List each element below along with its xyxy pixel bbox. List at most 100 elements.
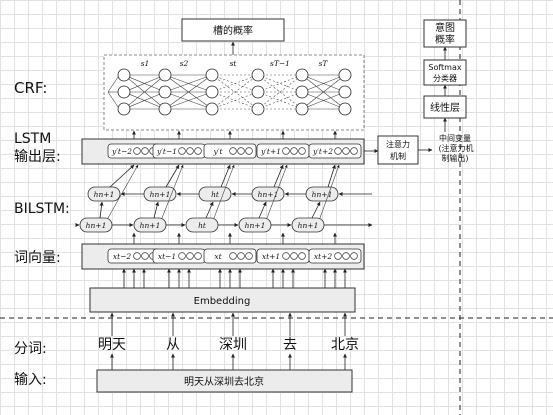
svg-text:hn+1: hn+1 [86, 221, 107, 230]
crf-node [338, 85, 352, 99]
bilstm-forward-cell: hn+1 [238, 217, 272, 233]
crf-node [205, 102, 219, 116]
word-vector-cell: xt−2 [107, 248, 161, 264]
crf-node [295, 85, 309, 99]
intent-probability-line1: 意图 [435, 21, 455, 34]
input-sentence-box [96, 369, 353, 393]
crf-state-label: s2 [180, 59, 189, 68]
svg-text:hn+1: hn+1 [150, 190, 171, 199]
word-vector-cell: xt [203, 248, 257, 264]
intermediate-variable-line1: 中间变量 [439, 133, 471, 143]
crf-nodes [117, 68, 352, 116]
attention-box [377, 135, 419, 165]
bilstm-backward-cell: ht [198, 186, 232, 202]
svg-text:xt+2: xt+2 [314, 252, 333, 261]
word-vector-cell: xt+1 [256, 248, 310, 264]
svg-text:ht: ht [198, 221, 207, 230]
attention-label-line2: 机制 [390, 151, 406, 161]
svg-text:xt−2: xt−2 [113, 252, 132, 261]
token: 明天 [98, 337, 126, 353]
bilstm-layer: hn+1 hn+1 ht hn+1 hn+1 hn+1 hn+1 ht hn+1 hn+1 [75, 164, 373, 244]
slot-probability-label: 槽的概率 [213, 24, 253, 37]
bilstm-forward-cell: hn+1 [133, 217, 167, 233]
crf-node [117, 85, 131, 99]
intermediate-variable-line2: (注意力机 [438, 143, 473, 153]
linear-layer-label: 线性层 [430, 101, 460, 114]
crf-node [158, 85, 172, 99]
crf-layer-label: CRF: [14, 79, 47, 97]
lstm-output-cell: y′t+2 [308, 143, 362, 159]
attention-label-line1: 注意力 [386, 139, 410, 149]
lstm-layer-label-line1: LSTM [14, 131, 51, 147]
svg-text:y′t−1: y′t−1 [156, 147, 177, 156]
crf-node [117, 102, 131, 116]
crf-node [205, 85, 219, 99]
bilstm-backward-cell: hn+1 [251, 186, 285, 202]
bilstm-forward-cell: hn+1 [291, 217, 325, 233]
svg-text:hn+1: hn+1 [94, 190, 115, 199]
crf-node [295, 68, 309, 82]
lstm-output-cell: y′t−2 [107, 143, 161, 159]
crf-node [338, 68, 352, 82]
softmax-label-line2: 分类器 [433, 73, 457, 83]
crf-node [117, 68, 131, 82]
svg-text:hn+1: hn+1 [298, 221, 319, 230]
svg-text:xt: xt [214, 252, 222, 261]
intent-probability-box [423, 19, 467, 48]
token: 从 [166, 337, 180, 353]
lstm-output-cell: y′t+1 [256, 143, 310, 159]
crf-node [205, 68, 219, 82]
segmented-tokens: 明天 从 深圳 去 北京 [98, 312, 359, 370]
crf-state-label: sT−1 [270, 59, 290, 68]
svg-text:y′t−2: y′t−2 [111, 147, 132, 156]
token: 北京 [331, 337, 359, 353]
word-vector-cell: xt−1 [152, 248, 206, 264]
softmax-label-line1: Softmax [428, 63, 461, 72]
svg-text:hn+1: hn+1 [245, 221, 266, 230]
lstm-output-cell: y′t−1 [152, 143, 206, 159]
bilstm-backward-cell: hn+1 [305, 186, 339, 202]
lstm-output-cell: y′t [203, 143, 257, 159]
embedding-box [89, 287, 356, 313]
svg-text:ht: ht [211, 190, 220, 199]
crf-state-label: s1 [141, 59, 150, 68]
input-sentence: 明天从深圳去北京 [184, 375, 264, 388]
word-vector-cells: xt−2 xt−1 xt xt+1 xt+2 [107, 248, 362, 264]
segment-layer-label: 分词: [14, 341, 47, 357]
crf-box [103, 54, 365, 131]
token: 深圳 [219, 337, 247, 353]
crf-node [251, 85, 265, 99]
bilstm-forward-cell: hn+1 [79, 217, 113, 233]
crf-node [251, 102, 265, 116]
lstm-output-cells: y′t−2 y′t−1 y′t y′t+1 y′t+2 [107, 143, 362, 159]
bilstm-backward-cell: hn+1 [143, 186, 177, 202]
svg-text:y′t+2: y′t+2 [312, 147, 333, 156]
crf-state-label: st [230, 59, 238, 68]
bilstm-layer-label: BILSTM: [14, 201, 70, 217]
input-layer-label: 输入: [14, 372, 47, 388]
svg-text:hn+1: hn+1 [312, 190, 333, 199]
word-vector-cell: xt+2 [308, 248, 362, 264]
crf-state-label: sT [319, 59, 329, 68]
embedding-arrows [122, 268, 347, 288]
crf-node [158, 68, 172, 82]
bilstm-backward-cell: hn+1 [87, 186, 121, 202]
crf-transitions [107, 74, 346, 110]
svg-text:xt+1: xt+1 [262, 252, 280, 261]
crf-node [338, 102, 352, 116]
bilstm-forward-cell: ht [185, 217, 219, 233]
crf-node [295, 102, 309, 116]
lstm-layer-label-line2: 输出层: [14, 149, 61, 165]
token: 去 [283, 337, 297, 353]
svg-text:y′t+1: y′t+1 [260, 147, 281, 156]
svg-text:y′t: y′t [213, 147, 224, 156]
word-vector-layer-label: 词向量: [14, 250, 61, 266]
svg-text:hn+1: hn+1 [258, 190, 279, 199]
slot-probability-box [181, 18, 285, 42]
intent-probability-line2: 概率 [435, 33, 455, 46]
crf-node [158, 102, 172, 116]
crf-node [251, 68, 265, 82]
embedding-label: Embedding [194, 296, 251, 307]
